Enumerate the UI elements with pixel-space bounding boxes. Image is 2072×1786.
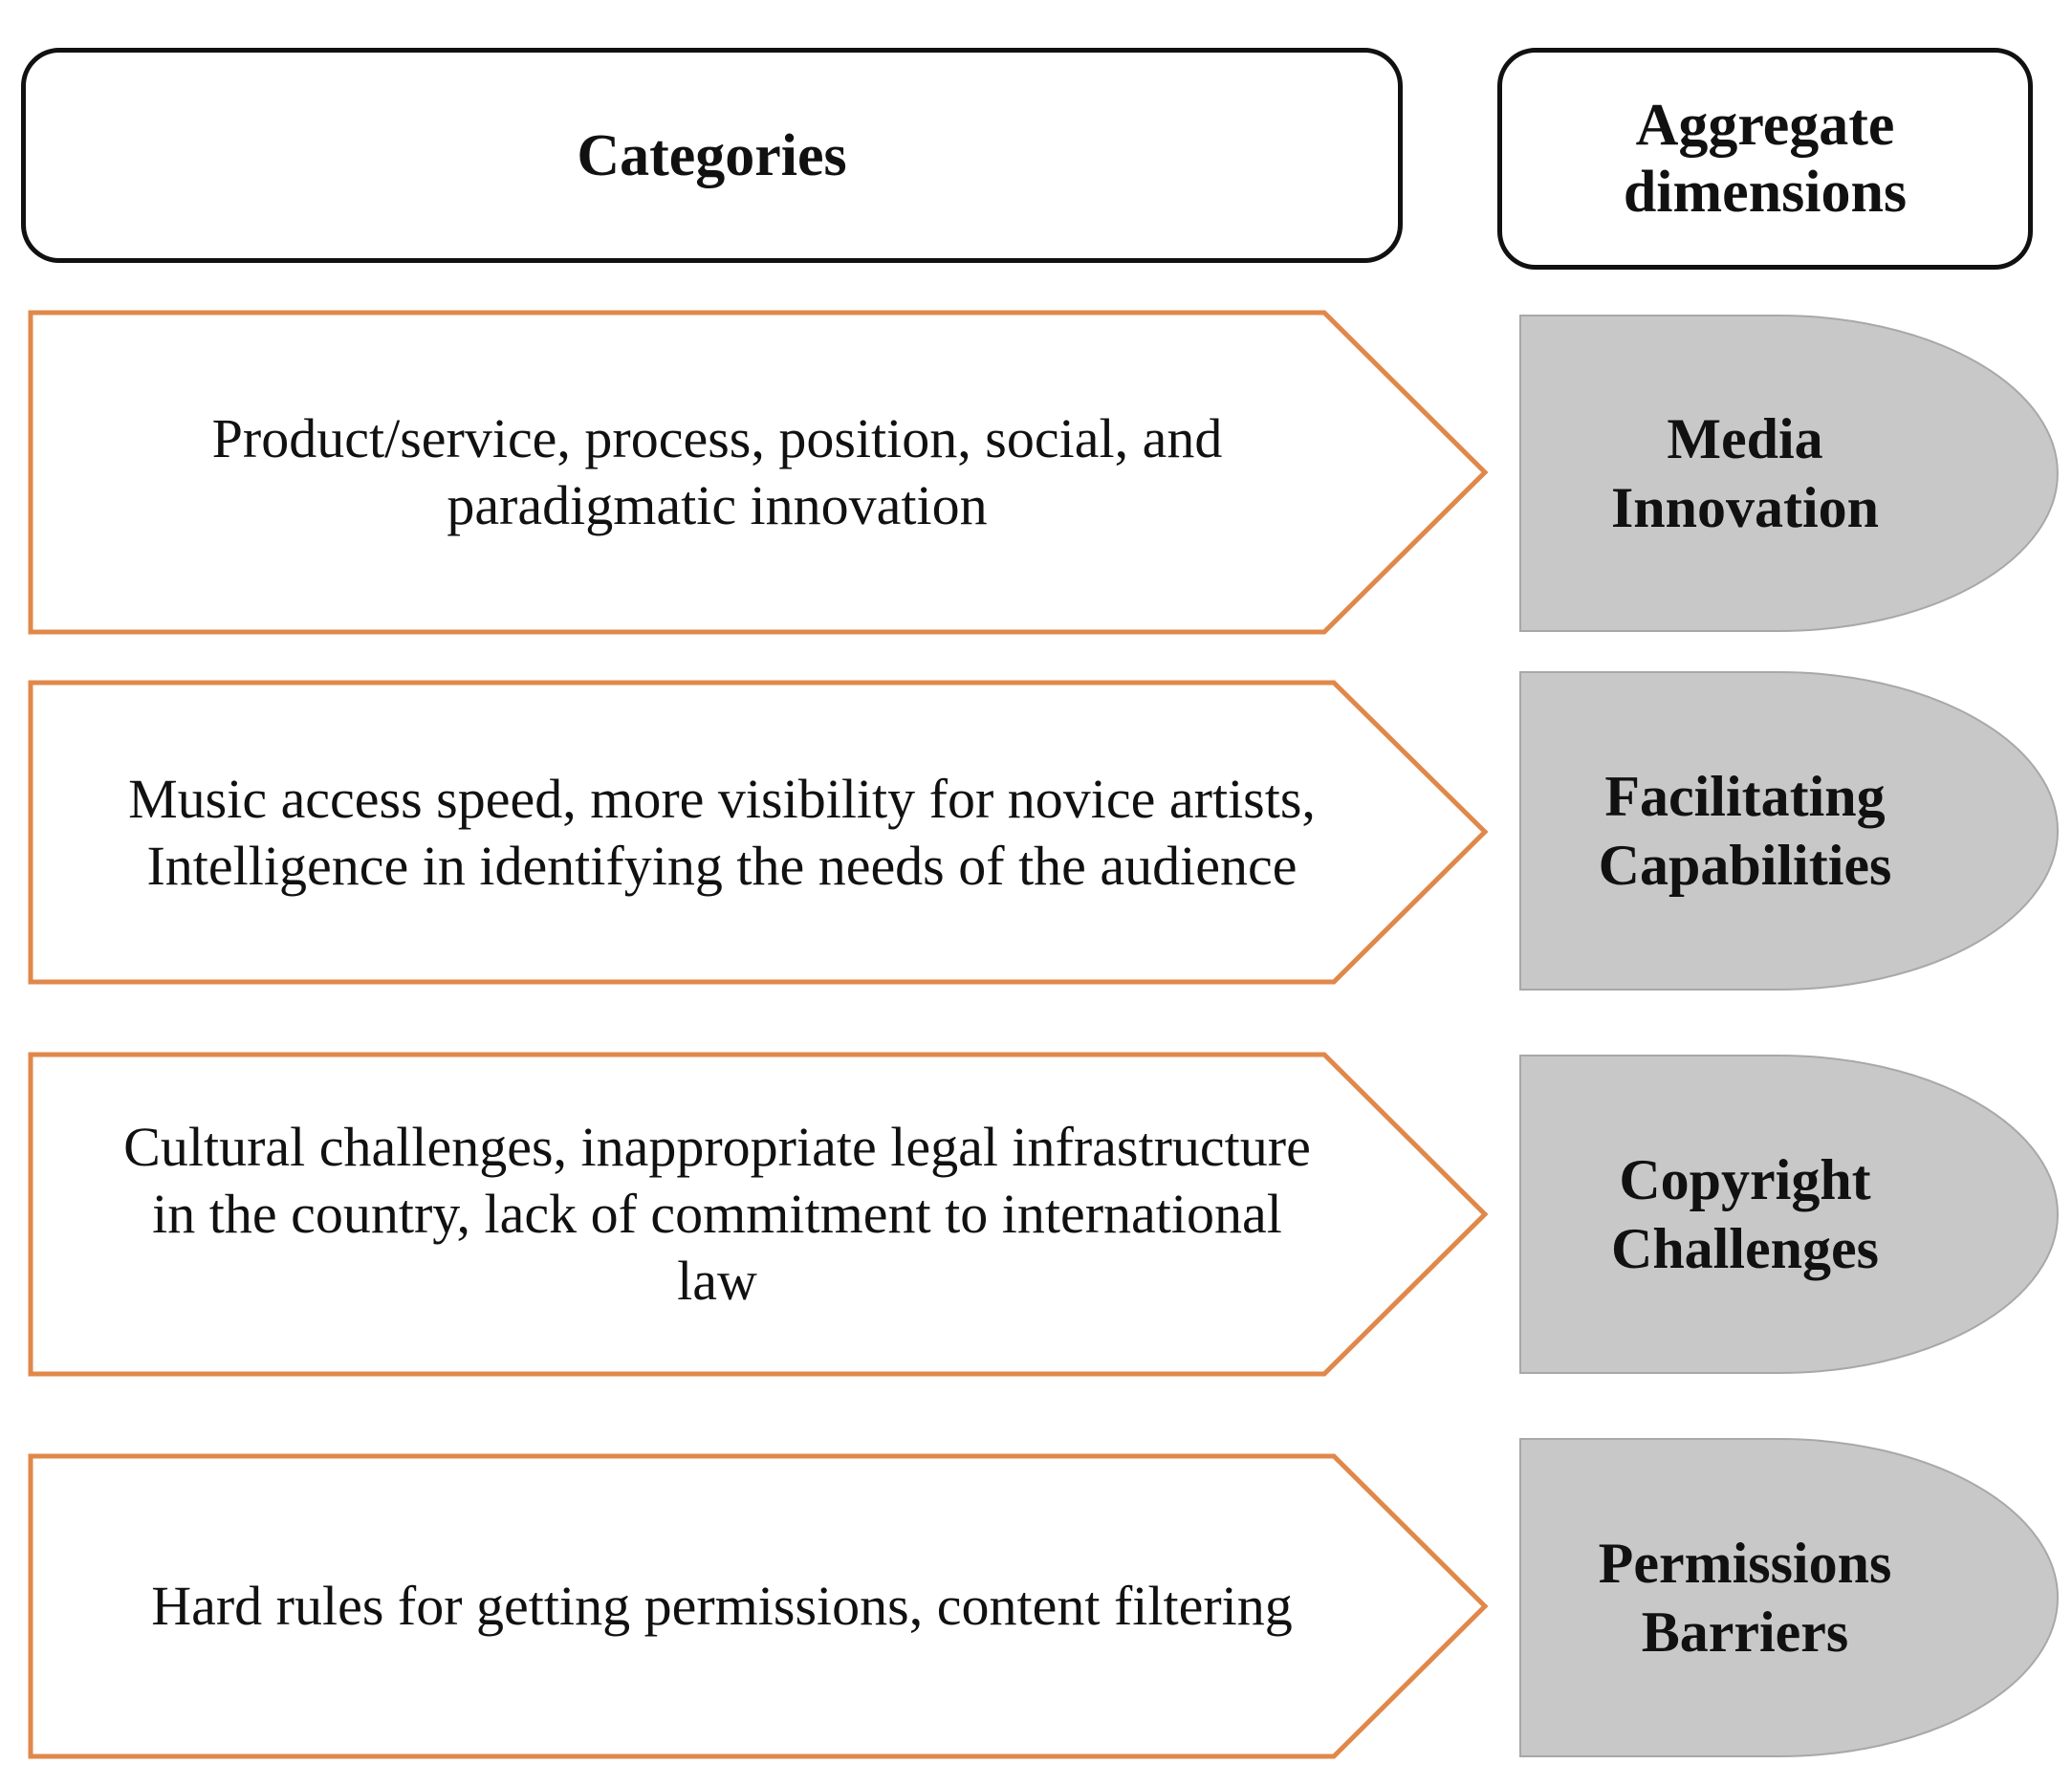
dimension-shape-1 (1519, 315, 2059, 632)
dimension-shape-4 (1519, 1438, 2059, 1757)
category-arrow-3 (28, 1052, 1489, 1377)
dimension-label-1: Media Innovation (1610, 407, 1880, 539)
category-text-2: Music access speed, more visibility for … (128, 767, 1316, 897)
category-arrow-1 (28, 310, 1489, 635)
category-text-4: Hard rules for getting permissions, cont… (151, 1575, 1293, 1637)
dimension-shape-2 (1519, 671, 2059, 991)
aggregate-dimensions-header-label: Aggregate dimensions (1623, 93, 1908, 225)
category-arrow-4 (28, 1453, 1489, 1759)
dimension-shape-3 (1519, 1055, 2059, 1374)
dimension-label-4: Permissions Barriers (1598, 1532, 1892, 1664)
categories-header: Categories (21, 48, 1403, 263)
categories-header-label: Categories (577, 122, 847, 188)
category-text-1: Product/service, process, position, soci… (211, 407, 1223, 536)
aggregate-dimensions-header: Aggregate dimensions (1497, 48, 2033, 270)
category-text-3: Cultural challenges, inappropriate legal… (123, 1116, 1311, 1312)
dimension-label-3: Copyright Challenges (1610, 1148, 1880, 1280)
category-arrow-2 (28, 680, 1489, 985)
dimension-label-2: Facilitating Capabilities (1598, 765, 1892, 897)
